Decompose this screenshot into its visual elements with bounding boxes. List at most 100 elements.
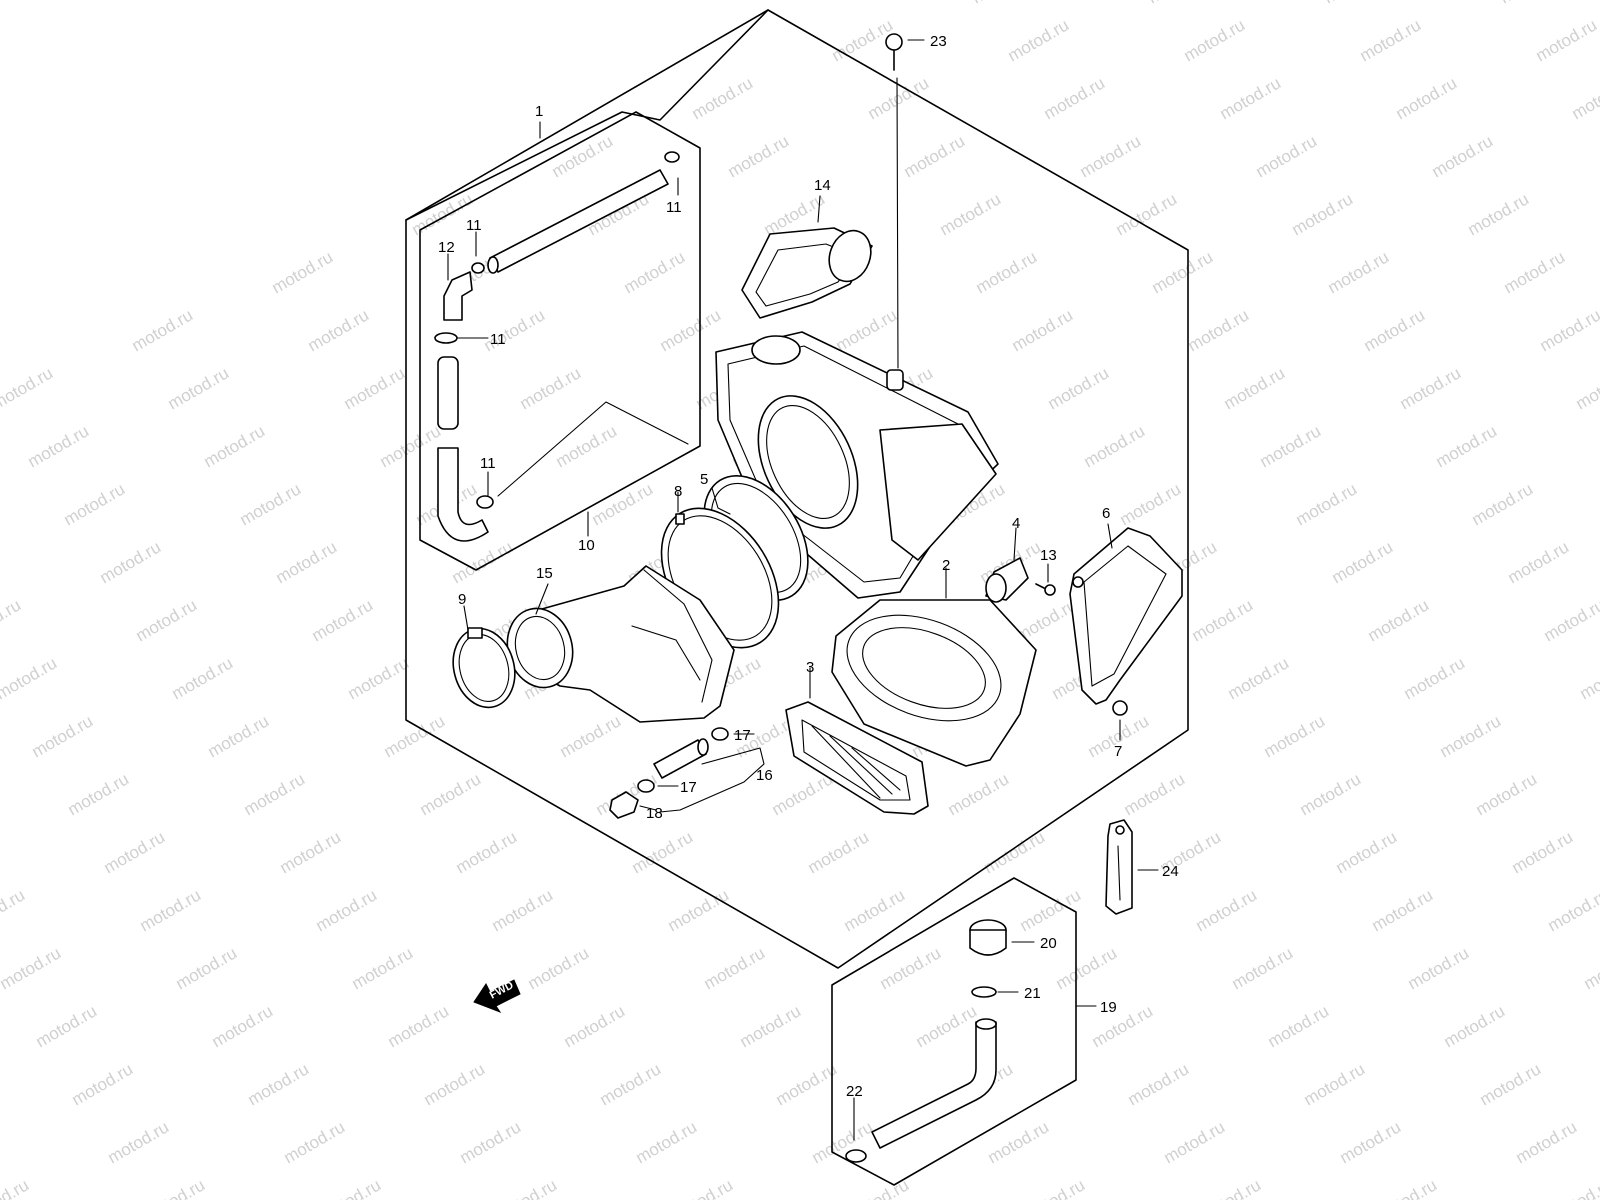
watermark-text: motod.ru: [1541, 595, 1600, 645]
watermark-text: motod.ru: [1433, 421, 1501, 471]
watermark-text: motod.ru: [913, 1001, 981, 1051]
watermark-text: motod.ru: [1549, 1175, 1600, 1200]
clamp-9: [452, 627, 516, 709]
callout-12: 12: [438, 239, 455, 256]
watermark-text: motod.ru: [1397, 363, 1465, 413]
watermark-text: motod.ru: [237, 479, 305, 529]
watermark-text: motod.ru: [773, 1059, 841, 1109]
watermark-text: motod.ru: [133, 595, 201, 645]
drain-kit-box: [831, 877, 1077, 1186]
watermark-text: motod.ru: [1021, 1175, 1089, 1200]
drain-hose-19: [871, 1018, 997, 1149]
watermark-text: motod.ru: [1405, 943, 1473, 993]
callout-16: 16: [756, 767, 773, 784]
watermark-text: motod.ru: [597, 1059, 665, 1109]
callout-11-c: 11: [490, 331, 506, 348]
clamp-21: [971, 986, 997, 998]
watermark-text: motod.ru: [1081, 421, 1149, 471]
watermark-text: motod.ru: [0, 595, 24, 645]
watermark-text: motod.ru: [1361, 305, 1429, 355]
callout-5: 5: [700, 471, 708, 488]
watermark-text: motod.ru: [449, 537, 517, 587]
watermark-text: motod.ru: [1077, 131, 1145, 181]
watermark-text: motod.ru: [589, 479, 657, 529]
watermark-text: motod.ru: [973, 247, 1041, 297]
watermark-text: motod.ru: [305, 305, 373, 355]
watermark-text: motod.ru: [1297, 769, 1365, 819]
watermark-text: motod.ru: [1337, 1117, 1405, 1167]
watermark-text: motod.ru: [1181, 15, 1249, 65]
watermark-text: motod.ru: [69, 1059, 137, 1109]
watermark-text: motod.ru: [0, 1175, 32, 1200]
watermark-text: motod.ru: [1477, 1059, 1545, 1109]
grommet-4: [985, 557, 1029, 603]
watermark-text: motod.ru: [1125, 1059, 1193, 1109]
watermark-text: motod.ru: [1229, 943, 1297, 993]
watermark-text: motod.ru: [1441, 1001, 1509, 1051]
watermark-text: motod.ru: [281, 1117, 349, 1167]
callout-19: 19: [1100, 999, 1117, 1016]
watermark-text: motod.ru: [25, 421, 93, 471]
callout-11-b: 11: [466, 217, 482, 234]
watermark-text: motod.ru: [165, 363, 233, 413]
watermark-text: motod.ru: [1145, 0, 1213, 7]
watermark-text: motod.ru: [1329, 537, 1397, 587]
watermark-text: motod.ru: [1369, 885, 1437, 935]
watermark-text: motod.ru: [657, 305, 725, 355]
watermark-text: motod.ru: [1197, 1175, 1265, 1200]
assembly-outline-top: [405, 9, 769, 221]
watermark-text: motod.ru: [313, 885, 381, 935]
watermark-text: motod.ru: [345, 653, 413, 703]
watermark-text: motod.ru: [665, 885, 733, 935]
drain-tube-16: [653, 738, 709, 779]
watermark-text: motod.ru: [1045, 363, 1113, 413]
watermark-text: motod.ru: [1089, 1001, 1157, 1051]
watermark-text: motod.ru: [1053, 943, 1121, 993]
watermark-text: motod.ru: [341, 363, 409, 413]
watermark-text: motod.ru: [269, 247, 337, 297]
watermark-text: motod.ru: [105, 1117, 173, 1167]
callout-labels: 1 2 3 4 5 6 7 8 9 10 11 11 11 11 12 13 1…: [438, 33, 1179, 1100]
watermark-text: motod.ru: [1261, 711, 1329, 761]
watermark-text: motod.ru: [173, 943, 241, 993]
watermark-text: motod.ru: [277, 827, 345, 877]
watermark-text: motod.ru: [561, 1001, 629, 1051]
watermark-text: motod.ru: [557, 711, 625, 761]
intake-duct-15: [506, 565, 735, 723]
watermark-text: motod.ru: [1301, 1059, 1369, 1109]
watermark-text: motod.ru: [1113, 189, 1181, 239]
callout-20: 20: [1040, 935, 1057, 952]
watermark-text: motod.ru: [29, 711, 97, 761]
watermark-text: motod.ru: [1265, 1001, 1333, 1051]
watermark-text: motod.ru: [1005, 15, 1073, 65]
watermark-text: motod.ru: [129, 305, 197, 355]
callout-9: 9: [458, 591, 466, 608]
bracket-24: [1105, 819, 1133, 915]
watermark-text: motod.ru: [1533, 15, 1600, 65]
callout-6: 6: [1102, 505, 1110, 522]
watermark-text: motod.ru: [1505, 537, 1573, 587]
watermark-text: motod.ru: [621, 247, 689, 297]
watermark-text: motod.ru: [33, 1001, 101, 1051]
watermark-text: motod.ru: [457, 1117, 525, 1167]
watermark-text: motod.ru: [1577, 653, 1600, 703]
callout-2: 2: [942, 557, 950, 574]
watermark-text: motod.ru: [629, 827, 697, 877]
watermark-text: motod.ru: [0, 885, 28, 935]
callout-8: 8: [674, 483, 682, 500]
watermark-text: motod.ru: [169, 653, 237, 703]
watermark-text: motod.ru: [61, 479, 129, 529]
watermark-text: motod.ru: [1437, 711, 1505, 761]
watermark-text: motod.ru: [517, 363, 585, 413]
watermark-text: motod.ru: [981, 827, 1049, 877]
clamp-11-top: [664, 151, 680, 163]
watermark-text: motod.ru: [1365, 595, 1433, 645]
watermark-text: motod.ru: [1225, 653, 1293, 703]
callout-4: 4: [1012, 515, 1020, 532]
watermark-text: motod.ru: [0, 653, 60, 703]
watermark-text: motod.ru: [1293, 479, 1361, 529]
watermark-text: motod.ru: [1257, 421, 1325, 471]
watermark-text: motod.ru: [809, 1117, 877, 1167]
callout-24: 24: [1162, 863, 1179, 880]
watermark-text: motod.ru: [1473, 769, 1541, 819]
